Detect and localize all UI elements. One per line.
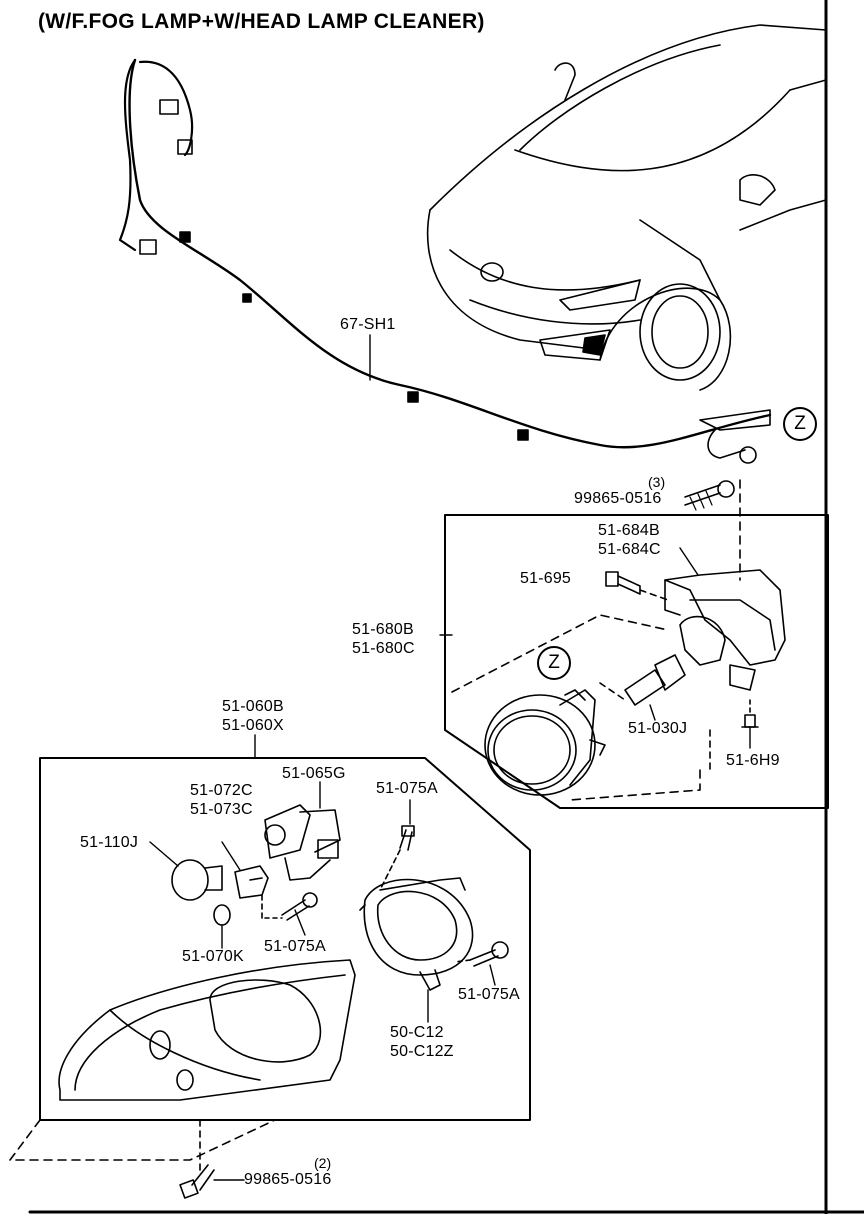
screw-51-075a-right [454,941,509,986]
label-51-680b: 51-680B [352,621,414,638]
label-51-695: 51-695 [520,570,572,587]
label-50-c12z: 50-C12Z [390,1043,454,1060]
vehicle-front-illustration [426,24,827,391]
hid-unit-51-065g [264,781,341,881]
label-99865-0516-bottom: 99865-0516 [244,1171,332,1188]
label-51-684b: 51-684B [598,522,660,539]
label-51-075a-right: 51-075A [458,986,520,1003]
diagram-title: (W/F.FOG LAMP+W/HEAD LAMP CLEANER) [38,10,485,33]
label-51-030j: 51-030J [628,720,688,737]
label-99865-0516-top: 99865-0516 [574,490,662,507]
label-51-060x: 51-060X [222,717,284,734]
label-51-060b: 51-060B [222,698,284,715]
label-51-070k: 51-070K [182,948,244,965]
screw-51-075a-mid [264,892,318,936]
label-51-075a-top: 51-075A [376,780,438,797]
callout-z-fog: Z [537,646,571,680]
bulb-51-070k [213,904,231,949]
bolt-51-695 [605,571,669,601]
label-51-065g: 51-065G [282,765,346,782]
fog-cover-50-c12 [359,877,474,1023]
label-51-684c: 51-684C [598,541,661,558]
screw-99865-0516-top [684,480,735,511]
qty-top-screw: (3) [648,474,666,490]
headlamp-housing [58,959,356,1101]
label-51-680c: 51-680C [352,640,415,657]
label-51-075a-mid: 51-075A [264,938,326,955]
label-51-072c: 51-072C [190,782,253,799]
label-51-110j: 51-110J [80,834,139,851]
socket-51-072c [221,841,269,921]
label-67-sh1: 67-SH1 [340,316,396,333]
label-51-073c: 51-073C [190,801,253,818]
wiring-harness-67-sh1 [118,58,772,464]
clip-51-6h9 [741,699,759,749]
headlamp-frame [39,757,531,1121]
screw-99865-0516-bottom [179,1164,245,1199]
callout-z-top: Z [783,407,817,441]
fog-lamp [484,689,606,796]
fog-lamp-frame [444,514,829,809]
fog-bulb-51-030j [624,654,686,721]
qty-bottom-screw: (2) [314,1155,332,1171]
bulb-51-110j [149,841,223,901]
headlamp-dash-lines [9,1119,276,1161]
fog-lamp-bracket [664,547,786,691]
label-51-6h9: 51-6H9 [726,752,780,769]
label-50-c12: 50-C12 [390,1024,444,1041]
screw-51-075a-top [379,799,415,891]
